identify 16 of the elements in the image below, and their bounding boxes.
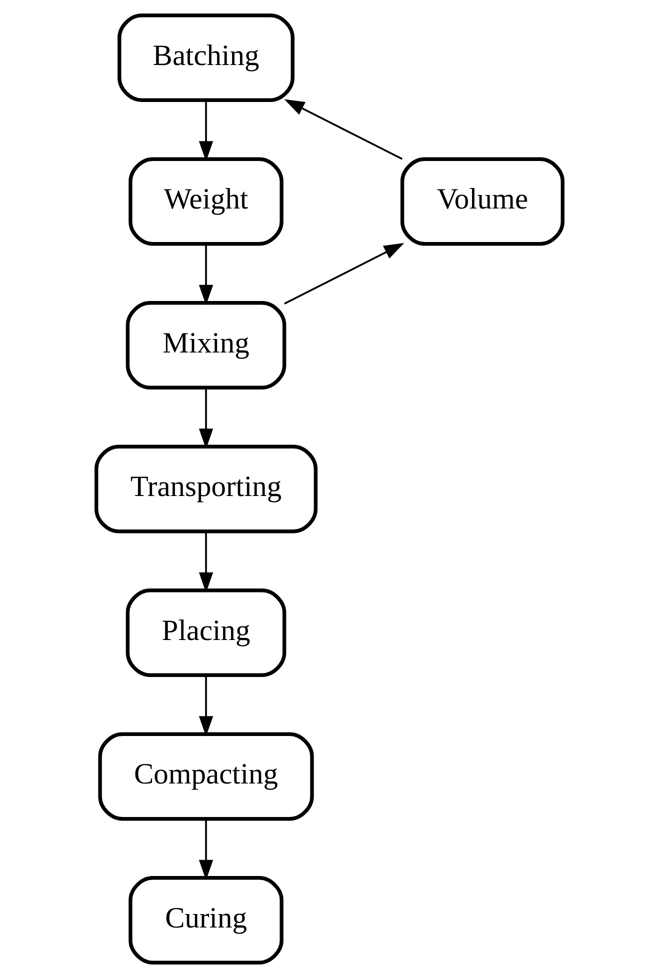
arrow [284,242,404,304]
node-box: Volume [400,157,564,246]
arrow [198,244,214,306]
arrow [198,820,214,880]
arrow [198,388,214,449]
node-box: Mixing [126,301,286,390]
node-box: Placing [126,588,286,677]
arrow [198,676,214,736]
arrow [198,100,214,162]
node-box: Transporting [94,444,318,534]
node-box: Batching [118,14,294,102]
node-box: Compacting [98,732,314,821]
arrow [198,532,214,593]
node-box: Weight [128,157,284,246]
node-box: Curing [128,876,284,964]
arrow [284,99,403,160]
